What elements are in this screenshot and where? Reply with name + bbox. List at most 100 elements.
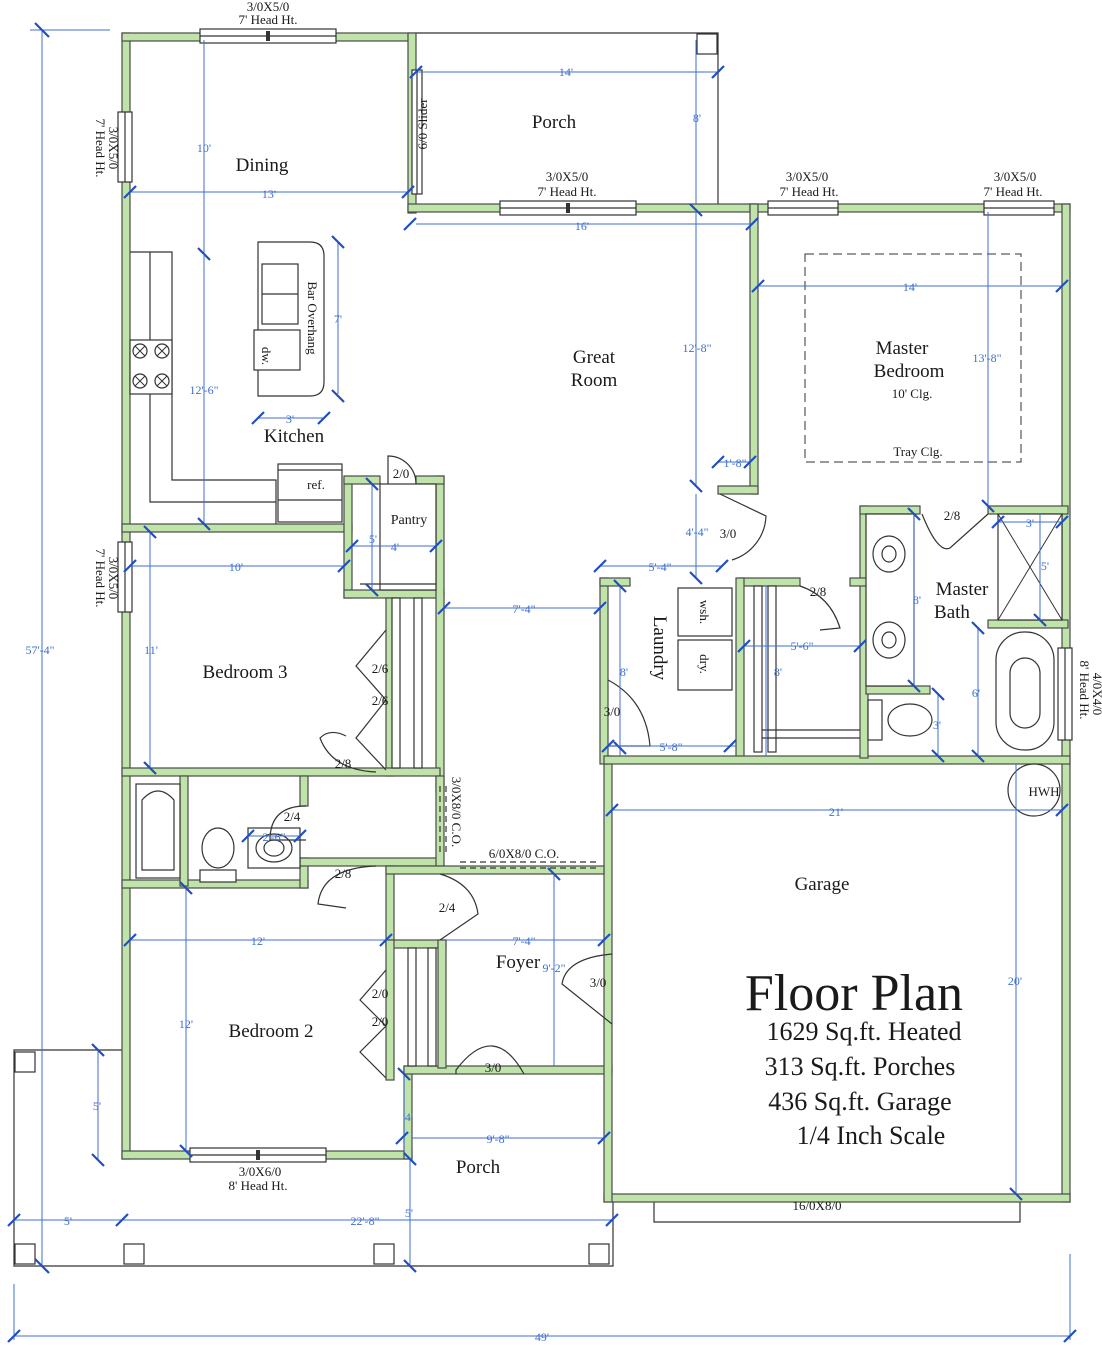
bedroom-3-label: Bedroom 3 [203, 662, 288, 683]
dim-overall-width: 49' [535, 1330, 549, 1344]
tray-ceiling-note: Tray Clg. [893, 444, 942, 459]
dim-bedroom-3-depth: 11' [144, 643, 158, 657]
window-porch-size: 3/0X5/0 [546, 169, 589, 184]
window-master-1-head: 7' Head Ht. [779, 184, 838, 199]
fixture-labels: Bar Overhang dw. ref. wsh. dry. HWH [259, 281, 1060, 799]
bedroom-2-label: Bedroom 2 [229, 1021, 314, 1042]
master-bedroom-label-line1: Master [876, 338, 929, 359]
window-left-size: 3/0X5/0 [106, 127, 121, 170]
window-bedroom-2-size: 3/0X6/0 [239, 1164, 282, 1179]
pantry-label: Pantry [391, 513, 428, 528]
dim-shower-depth: 5' [1041, 559, 1049, 573]
dim-laundry-width: 5'-4" [648, 560, 671, 574]
door-labels: 2/0 3/0 2/6 2/6 2/8 2/8 3/0 2/8 2/4 2/8 … [284, 466, 961, 1075]
dim-side-porch-width: 5' [64, 1214, 72, 1228]
refrigerator-label: ref. [307, 477, 325, 492]
garage-label: Garage [795, 874, 850, 895]
porch-post [373, 1243, 395, 1265]
window-bath-size: 4/0X4/0 [1090, 673, 1102, 716]
dim-great-room-width: 16' [575, 219, 589, 233]
garage-door-label: 16/0X8/0 [792, 1198, 841, 1213]
dim-front-porch-depth: 4' [405, 1110, 413, 1124]
dim-pantry-depth: 5' [369, 532, 377, 546]
dim-tub-length: 6' [972, 686, 980, 700]
dim-bedroom-3-width: 10' [229, 560, 243, 574]
dryer-label: dry. [697, 654, 712, 674]
dim-dining-depth: 10' [197, 141, 211, 155]
dim-side-porch-depth: 5' [93, 1099, 101, 1113]
dim-pantry-width: 4' [391, 540, 399, 554]
window-bedroom-3-head: 7' Head Ht. [93, 548, 108, 607]
slider-label: 6/0 Slider [415, 98, 430, 150]
dim-hall-width: 7'-4" [512, 602, 535, 616]
water-heater-label: HWH [1028, 784, 1059, 799]
room-labels: Dining Porch Kitchen Great Room Master B… [203, 112, 990, 1178]
door-closet-a: 2/6 [372, 661, 389, 676]
great-room-label-line1: Great [573, 347, 616, 368]
window-master-2-head: 7' Head Ht. [983, 184, 1042, 199]
dim-great-room-depth: 12'-8" [682, 341, 711, 355]
dim-toilet-room: 3' [933, 718, 941, 732]
dim-shower-width: 3' [1026, 516, 1034, 530]
door-master-closet: 2/8 [944, 508, 961, 523]
laundry-label: Laundry [649, 616, 670, 681]
drawing-scale: 1/4 Inch Scale [797, 1121, 946, 1150]
foyer-label: Foyer [496, 952, 541, 973]
dining-label: Dining [236, 155, 289, 176]
dim-bath-vanity-width: 2'-6" [262, 830, 285, 844]
porch-outlines [13, 32, 1021, 1267]
window-top-head: 7' Head Ht. [238, 12, 297, 27]
bar-overhang-label: Bar Overhang [305, 281, 320, 355]
master-ceiling-note: 10' Clg. [892, 386, 933, 401]
porch-post [14, 1051, 36, 1073]
dim-laundry-inner-width: 5'-8" [659, 740, 682, 754]
door-bedroom-2-closet-b: 2/0 [372, 1014, 389, 1029]
dim-bedroom-2-width: 12' [251, 934, 265, 948]
door-closet-b: 2/6 [372, 693, 389, 708]
door-laundry-exterior: 3/0 [604, 704, 621, 719]
master-bath-label-line2: Bath [934, 602, 970, 623]
dim-bath-vanity: 8' [913, 593, 921, 607]
door-laundry: 2/8 [810, 584, 827, 599]
door-bath: 2/4 [284, 809, 301, 824]
dim-overall-height: 57'-4" [25, 643, 54, 657]
porch-post [123, 1243, 145, 1265]
porch-bottom-label: Porch [456, 1157, 501, 1178]
dim-kitchen-depth: 12'-6" [189, 383, 218, 397]
fixtures [129, 241, 1063, 1067]
window-porch-head: 7' Head Ht. [537, 184, 596, 199]
dimension-lines [7, 22, 1077, 1343]
dim-dining-width: 13' [262, 187, 276, 201]
window-bedroom-2-head: 8' Head Ht. [228, 1178, 287, 1193]
dim-island-length: 7' [334, 312, 342, 326]
plan-title: Floor Plan [745, 965, 963, 1022]
porch-area: 313 Sq.ft. Porches [765, 1052, 956, 1081]
dim-foyer-depth: 9'-2" [542, 961, 565, 975]
dim-porch-offset: 5' [405, 1206, 413, 1220]
door-bedroom-2-closet-a: 2/0 [372, 986, 389, 1001]
dim-bedroom-2-depth: 12' [179, 1017, 193, 1031]
dim-island-width: 3' [286, 412, 294, 426]
door-garage-entry: 3/0 [590, 975, 607, 990]
door-front: 3/0 [485, 1060, 502, 1075]
dim-wall-jog: 1'-8" [723, 456, 746, 470]
door-pantry: 2/0 [393, 466, 410, 481]
windows [117, 28, 1073, 1163]
dim-porch-width: 14' [559, 65, 573, 79]
dim-house-front: 22'-8" [350, 1214, 379, 1228]
door-swings [269, 455, 989, 1079]
window-master-2-size: 3/0X5/0 [994, 169, 1037, 184]
great-room-label-line2: Room [571, 370, 618, 391]
garage-area: 436 Sq.ft. Garage [768, 1087, 951, 1116]
window-bath-head: 8' Head Ht. [1077, 660, 1092, 719]
dim-closet-depth: 8' [774, 665, 782, 679]
dim-closet-width: 5'-6" [790, 639, 813, 653]
kitchen-label: Kitchen [264, 426, 325, 447]
door-bedroom-2: 2/8 [335, 866, 352, 881]
window-left-head: 7' Head Ht. [93, 118, 108, 177]
title-block: Floor Plan 1629 Sq.ft. Heated 313 Sq.ft.… [745, 965, 963, 1150]
dimension-labels: 57'-4" 49' 14' 8' 13' 10' 16' 12'-8" 14'… [25, 65, 1049, 1344]
dim-garage-width: 21' [829, 805, 843, 819]
window-top-size: 3/0X5/0 [247, 0, 290, 14]
master-bath-label-line1: Master [936, 579, 989, 600]
